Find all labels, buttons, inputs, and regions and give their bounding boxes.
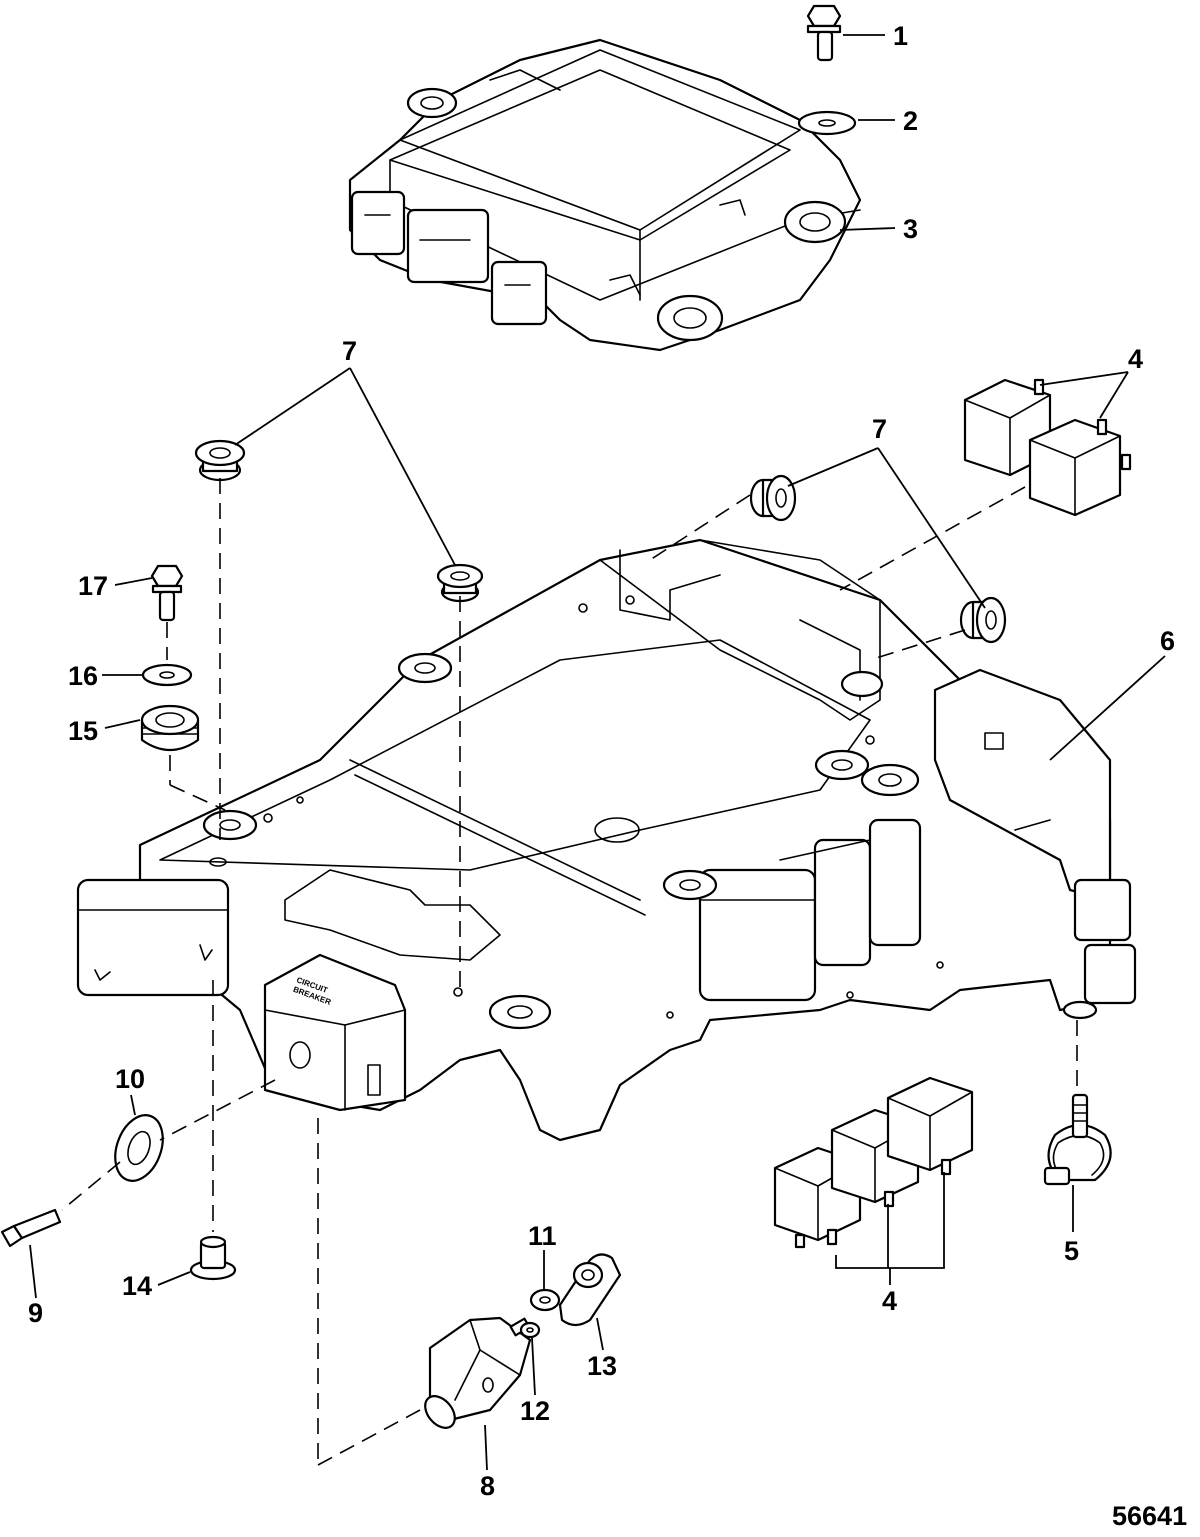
callout-labels: 1 2 3 4 4 5 6 7 7 8 9 10 11 12 13 14 15 … [28,21,1175,1501]
callout-9: 9 [28,1298,43,1328]
callout-7-left: 7 [342,336,357,366]
screw-part-9 [0,1208,62,1248]
ecm-module [348,38,862,352]
callout-6: 6 [1160,626,1175,656]
boot-part-13 [558,1253,622,1327]
leader-lines [29,34,1166,1471]
grommet-part-7-c [749,474,797,522]
nut-part-12 [519,1321,541,1339]
clamp-part-5 [1043,1093,1112,1186]
callout-7-right: 7 [872,414,887,444]
washer-part-16 [141,663,193,687]
spacer-part-14 [189,1235,237,1281]
grommet-part-7-a [194,439,246,482]
bolt-part-17 [150,564,184,622]
callout-8: 8 [480,1471,495,1501]
callout-11: 11 [528,1221,557,1251]
callout-13: 13 [587,1351,617,1381]
relay-triple-bottom [773,1076,974,1249]
callout-17: 17 [78,571,108,601]
figure-number: 56641 [1112,1501,1187,1531]
callout-2: 2 [903,106,918,136]
callout-3: 3 [903,214,918,244]
grommet-part-7-b [436,563,484,603]
callout-5: 5 [1064,1236,1079,1266]
main-mounting-bracket [76,538,1137,1142]
callout-12: 12 [520,1396,550,1426]
grommet-part-15 [140,704,200,751]
callout-10: 10 [115,1064,145,1094]
circuit-breaker-part-8 [424,1316,532,1429]
callout-1: 1 [893,21,908,51]
callout-15: 15 [68,716,98,746]
callout-4-top: 4 [1128,344,1143,374]
grommet-part-7-d [959,596,1007,644]
bolt-part-1 [806,4,842,62]
washer-part-2 [797,110,857,136]
relay-pair-top [963,378,1132,517]
washer-part-10 [114,1114,164,1182]
callout-16: 16 [68,661,98,691]
callout-4-bottom: 4 [882,1286,897,1316]
callout-14: 14 [122,1271,152,1301]
assembly-lines [61,478,1078,1466]
nut-part-11 [529,1288,561,1312]
